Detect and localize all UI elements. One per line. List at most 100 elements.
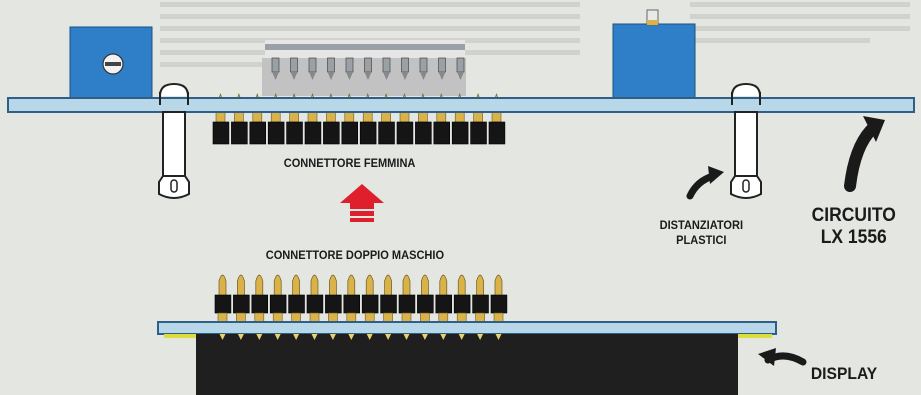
ic-pin-tip <box>346 72 353 80</box>
spacers-label: DISTANZIATORI PLASTICI <box>660 218 743 248</box>
male-pin-top <box>255 274 264 297</box>
ic-pin-tip <box>309 72 316 80</box>
female-pin-sleeve <box>399 111 410 123</box>
male-pin-top <box>476 274 484 297</box>
male-pin-body <box>417 294 434 314</box>
display-bezel-right <box>738 334 772 338</box>
ic-pin-tip <box>420 72 427 80</box>
trimmer-screw-icon <box>102 53 124 75</box>
male-pin-lower <box>291 312 301 323</box>
ic-pin <box>290 57 298 73</box>
male-pin-body <box>306 294 324 314</box>
ic-pin-tip <box>364 72 372 80</box>
ic-pin <box>456 57 465 73</box>
relay-component <box>612 9 696 99</box>
male-pin-body <box>214 294 232 314</box>
trimmer-component <box>69 26 153 99</box>
ic-pin <box>438 57 446 73</box>
display-solder-point <box>440 334 447 340</box>
circuit-label-line2: LX 1556 <box>820 227 887 248</box>
male-pin-top <box>310 274 319 297</box>
ic-pin <box>308 57 317 73</box>
ic-pin-tip <box>457 72 464 80</box>
male-pin-lower <box>383 312 393 323</box>
female-socket-cell <box>341 121 358 145</box>
male-pin-top <box>218 274 227 297</box>
female-connector-label: CONNETTORE FEMMINA <box>283 156 416 170</box>
female-pin-sleeve <box>215 111 226 123</box>
male-pin-top <box>329 274 337 297</box>
ic-pin <box>364 57 372 73</box>
female-socket-cell <box>323 121 340 145</box>
male-pin-lower <box>346 312 357 323</box>
male-pin-body <box>269 294 287 314</box>
male-pin-lower <box>364 312 375 323</box>
female-socket-cell <box>212 121 230 145</box>
female-socket-cell <box>451 121 469 145</box>
male-pin-body <box>325 294 342 314</box>
male-pin-body <box>435 294 452 314</box>
curved-black-arrow-icon <box>686 166 724 200</box>
ic-chip <box>262 40 466 96</box>
ic-pin-tip <box>327 72 335 80</box>
plastic-spacer-left <box>158 82 190 199</box>
male-pin-lower <box>328 312 338 323</box>
display-solder-point <box>385 334 392 340</box>
display-solder-point <box>329 334 336 340</box>
female-socket-cell <box>267 121 285 145</box>
male-pin-lower <box>420 312 430 323</box>
female-connector <box>212 93 506 145</box>
curved-black-arrow-icon <box>758 348 807 366</box>
female-socket-cell <box>231 121 248 145</box>
display-pcb <box>157 321 777 335</box>
double-male-connector-label: CONNETTORE DOPPIO MASCHIO <box>265 248 445 262</box>
ic-pin-tip <box>290 72 298 80</box>
male-pin-lower <box>493 312 504 323</box>
curved-black-arrow-icon <box>844 116 885 192</box>
ic-pin <box>327 57 335 73</box>
male-pin-body <box>251 294 269 314</box>
male-pin-body <box>343 294 360 314</box>
plastic-spacer-right <box>730 82 762 199</box>
male-pin-lower <box>401 312 412 323</box>
display-label: DISPLAY <box>810 364 878 383</box>
male-pin-lower <box>475 312 485 323</box>
female-pin-sleeve <box>344 111 355 123</box>
ic-pin-tip <box>401 72 409 80</box>
male-pin-lower <box>217 312 228 323</box>
male-pin-body <box>398 294 416 314</box>
female-pin-sleeve <box>289 111 299 123</box>
female-socket-cell <box>359 121 377 145</box>
display-solder-point <box>348 334 355 340</box>
display-solder-point <box>366 334 373 340</box>
female-socket-cell <box>415 121 432 145</box>
female-pin-sleeve <box>454 111 465 123</box>
female-pin-sleeve <box>491 111 502 123</box>
display-solder-point <box>421 334 428 340</box>
display-solder-point <box>495 334 502 340</box>
male-connector <box>214 274 508 323</box>
male-pin-top <box>347 274 356 297</box>
male-pin-top <box>292 274 300 297</box>
display-bezel-left <box>164 334 196 338</box>
ic-pin-tip <box>438 72 446 80</box>
female-pin-sleeve <box>234 111 244 123</box>
male-pin-lower <box>309 312 320 323</box>
ic-pin <box>271 57 280 73</box>
female-socket-cell <box>433 121 450 145</box>
male-pin-body <box>472 294 489 314</box>
male-pin-lower <box>272 312 283 323</box>
female-socket-cell <box>249 121 267 145</box>
circuit-pcb <box>7 97 915 113</box>
female-pin-sleeve <box>252 111 263 123</box>
ic-pin-tip <box>383 72 390 80</box>
ic-pins <box>271 57 465 80</box>
male-pin-top <box>457 274 466 297</box>
display-solder-point <box>219 334 226 340</box>
display-solder-point <box>274 334 281 340</box>
male-pin-top <box>273 274 282 297</box>
display-solder-point <box>256 334 263 340</box>
female-socket-cell <box>378 121 395 145</box>
male-pin-lower <box>254 312 265 323</box>
